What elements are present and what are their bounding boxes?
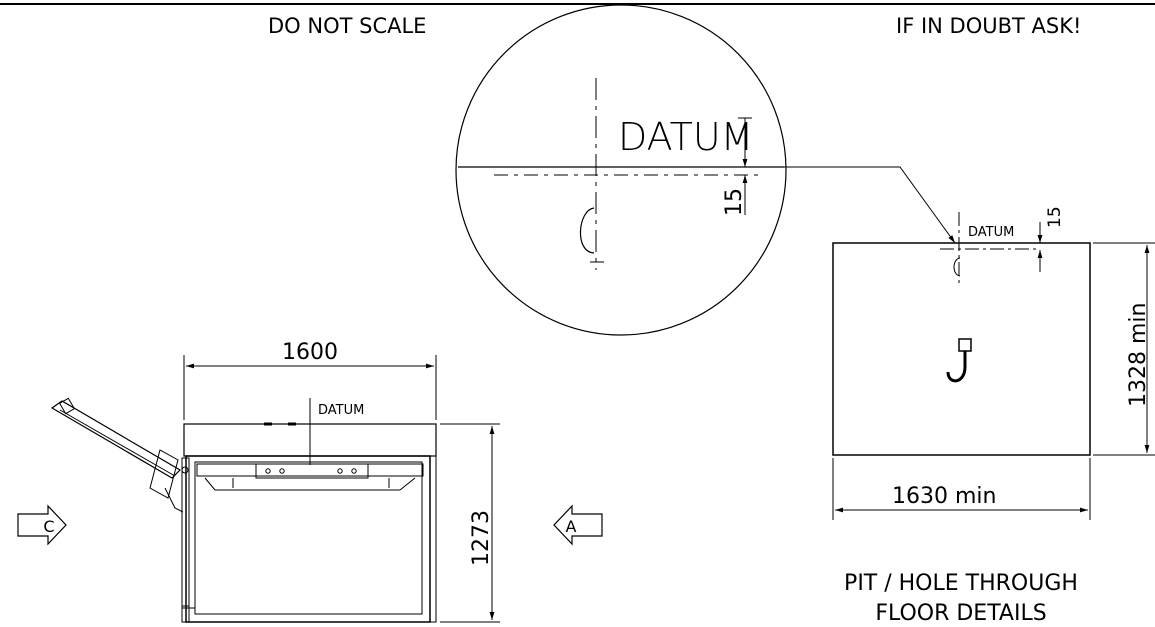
machine-right-post bbox=[429, 455, 437, 623]
tilted-arm-inner bbox=[59, 409, 176, 477]
machine-left-post bbox=[181, 457, 190, 609]
machine-left-foot bbox=[181, 605, 190, 623]
hinge-plate bbox=[149, 449, 179, 499]
detail-offset-label: 15 bbox=[722, 188, 747, 216]
detail-circle-outline bbox=[455, 4, 787, 336]
pit-outline bbox=[832, 242, 1091, 456]
beam-bolt bbox=[279, 468, 285, 474]
pit-plan: DATUM 15 1630 min 1328 min PIT / HOLE TH… bbox=[832, 206, 1155, 626]
beam-bolt bbox=[351, 468, 357, 474]
machine-width-label: 1600 bbox=[282, 340, 338, 365]
beam-brace-right bbox=[399, 477, 416, 491]
pit-offset-label: 15 bbox=[1045, 206, 1065, 228]
hinge-pin bbox=[181, 466, 189, 474]
do-not-scale-notice: DO NOT SCALE bbox=[268, 14, 426, 38]
pit-datum-label: DATUM bbox=[968, 225, 1014, 240]
view-arrow-c-label: C bbox=[43, 517, 54, 536]
view-arrow-c bbox=[17, 504, 67, 546]
if-in-doubt-notice: IF IN DOUBT ASK! bbox=[896, 14, 1081, 38]
centreline-symbol bbox=[579, 207, 595, 254]
machine-datum-label: DATUM bbox=[318, 403, 364, 418]
beam-bolt bbox=[337, 468, 343, 474]
machine-height-label: 1273 bbox=[469, 510, 494, 566]
machine-beam-box bbox=[255, 463, 369, 479]
view-arrow-a bbox=[553, 504, 603, 546]
hook-icon bbox=[946, 351, 967, 383]
detail-leader-line bbox=[782, 166, 956, 244]
detail-datum-label: DATUM bbox=[618, 115, 753, 159]
pit-caption-line1: PIT / HOLE THROUGH bbox=[844, 571, 1078, 596]
hook-icon-top bbox=[958, 338, 972, 352]
hinge-link bbox=[164, 487, 184, 513]
pit-caption-line2: FLOOR DETAILS bbox=[875, 601, 1046, 626]
pit-width-label: 1630 min bbox=[892, 484, 996, 509]
tilted-arm bbox=[50, 400, 181, 479]
machine-body bbox=[185, 455, 431, 623]
pit-depth-label: 1328 min bbox=[1126, 303, 1151, 407]
detail-circle: DATUM 15 bbox=[455, 4, 956, 336]
machine-view: 1600 DATUM 1 bbox=[17, 340, 603, 623]
arm-end-cap bbox=[58, 397, 76, 415]
beam-brace-left bbox=[204, 477, 216, 491]
machine-beam bbox=[196, 463, 424, 477]
pit-centreline-symbol bbox=[953, 257, 961, 277]
view-arrow-a-label: A bbox=[566, 517, 577, 536]
beam-bolt bbox=[265, 468, 271, 474]
machine-inner-frame bbox=[194, 461, 423, 615]
